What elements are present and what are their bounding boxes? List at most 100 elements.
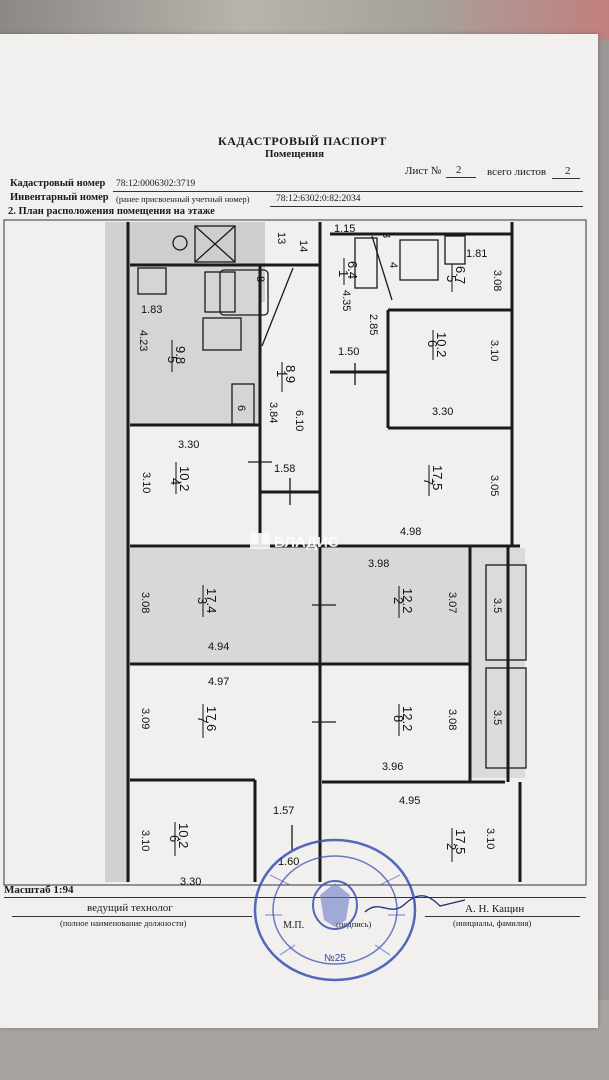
inventory-number-value: 78:12:6302:0:82:2034 [276, 194, 361, 204]
shaded-zone-kitchen [130, 265, 260, 425]
name-note: (инициалы, фамилия) [453, 918, 532, 928]
shaded-zone-room3 [130, 548, 320, 663]
dim-label: 6 [235, 405, 247, 411]
name-underline [425, 916, 580, 917]
dim-label: 2.85 [367, 314, 379, 335]
dim-label: 3.08 [491, 270, 503, 291]
dim-label: 3.08 [446, 709, 458, 730]
dim-label: 4.97 [208, 676, 229, 688]
dim-label: 3.10 [484, 828, 496, 849]
room-labels: 5 9.8 1 8.9 4 10.2 3 17.4 7 17.6 6 10.2 … [165, 258, 468, 862]
balcony-lower [485, 667, 527, 769]
total-sheets-number: 2 [565, 165, 571, 177]
dim-label: 3.30 [178, 439, 199, 451]
sheet-number-underline [446, 177, 476, 178]
room-1-area: 8.9 [283, 365, 298, 383]
inventory-number-note: (ранее присвоенный учетный номер) [116, 194, 250, 204]
room-7-area: 17.6 [204, 706, 219, 731]
cadastral-number-label: Кадастровый номер [10, 178, 106, 189]
dim-label: 1.83 [141, 304, 162, 316]
position-underline [12, 916, 252, 917]
watermark-logo-icon [250, 533, 270, 549]
shower-box [194, 225, 236, 263]
footer-rule [4, 897, 586, 898]
scale-label: Масштаб 1:94 [4, 884, 74, 896]
total-sheets-label: всего листов [487, 166, 547, 178]
dim-label: 3.5 [491, 598, 503, 613]
wc-right [399, 239, 439, 281]
document-subtitle: Помещения [265, 148, 325, 160]
sheet-number: 2 [456, 164, 462, 176]
dim-label: 1.15 [334, 223, 355, 235]
dim-label: 6.10 [293, 410, 305, 431]
dim-label: 1.58 [274, 463, 295, 475]
dim-label: 4.23 [137, 330, 149, 351]
dim-label: 1.50 [338, 346, 359, 358]
total-sheets-underline [552, 178, 580, 179]
room-5-area: 9.8 [173, 346, 188, 364]
bath-right [354, 237, 378, 289]
stamp-number: №25 [324, 953, 346, 964]
dim-label: 1.81 [466, 248, 487, 260]
dimension-labels: 1.15 14 13 3 4 1.81 3.08 1.83 4.23 8 6.1… [137, 223, 503, 888]
document-title: КАДАСТРОВЫЙ ПАСПОРТ [218, 134, 387, 148]
inventory-underline [270, 206, 583, 207]
dim-label: 3.10 [139, 830, 151, 851]
room-5r-area: 6.7 [453, 266, 468, 284]
bathtub [219, 269, 269, 316]
cadastral-number-value: 78:12:0006302:3719 [116, 179, 196, 189]
closet [231, 383, 255, 425]
dim-label: 3.10 [140, 472, 152, 493]
sink-right [444, 235, 466, 265]
handwritten-signature [364, 895, 466, 913]
watermark: ВЛАДИС [274, 534, 339, 551]
stamp-place-label: М.П. [283, 920, 305, 931]
sink-box [204, 271, 236, 313]
dim-label: 13 [275, 232, 287, 244]
signer-position: ведущий технолог [87, 902, 173, 914]
dim-label: 3.07 [446, 592, 458, 613]
partition [261, 267, 294, 347]
toilet-box [202, 317, 242, 351]
shaded-zone-room2 [322, 548, 472, 663]
dim-label: 3.30 [180, 876, 201, 888]
dim-label: 3.09 [139, 708, 151, 729]
inventory-number-label: Инвентарный номер [10, 192, 109, 203]
partition-right [371, 235, 393, 301]
shaded-zone-left [105, 222, 130, 882]
dim-label: 4.98 [400, 526, 421, 538]
shower-diagonal [194, 225, 236, 263]
dim-label: 3.98 [368, 558, 389, 570]
sink-circle [172, 235, 188, 251]
dim-label: 3.08 [139, 592, 151, 613]
position-note: (полное наименование должности) [60, 918, 187, 928]
signature-note: (подпись) [336, 919, 372, 929]
room-3-area: 17.4 [204, 588, 219, 613]
dim-label: 3.10 [488, 340, 500, 361]
dim-label: 3.84 [267, 402, 279, 423]
room-8-area: 12.2 [400, 706, 415, 731]
dim-label: 1.57 [273, 805, 294, 817]
room-1r-area: 6.4 [345, 261, 360, 279]
dim-label: 8 [254, 276, 266, 282]
dim-label: 3.96 [382, 761, 403, 773]
dim-label: 14 [297, 240, 309, 252]
section-heading: 2. План расположения помещения на этаже [8, 206, 215, 217]
background-top [0, 0, 609, 40]
room-2b-area: 17.5 [453, 829, 468, 854]
room-7r-area: 17.5 [430, 465, 445, 490]
cadastral-underline [113, 191, 583, 192]
document-sheet [0, 34, 598, 1028]
shaded-zone-balcony [470, 548, 525, 778]
signer-name: А. Н. Кащин [465, 903, 525, 915]
stove [137, 267, 167, 295]
official-stamp: №25 [253, 838, 417, 982]
room-2-area: 12.2 [400, 588, 415, 613]
plan-frame [3, 219, 587, 886]
room-6r-area: 10.2 [434, 332, 449, 357]
dim-label: 3.5 [491, 710, 503, 725]
sheet-label: Лист № [405, 165, 442, 177]
dim-label: 1.60 [278, 856, 299, 868]
dim-label: 4 [387, 262, 399, 268]
